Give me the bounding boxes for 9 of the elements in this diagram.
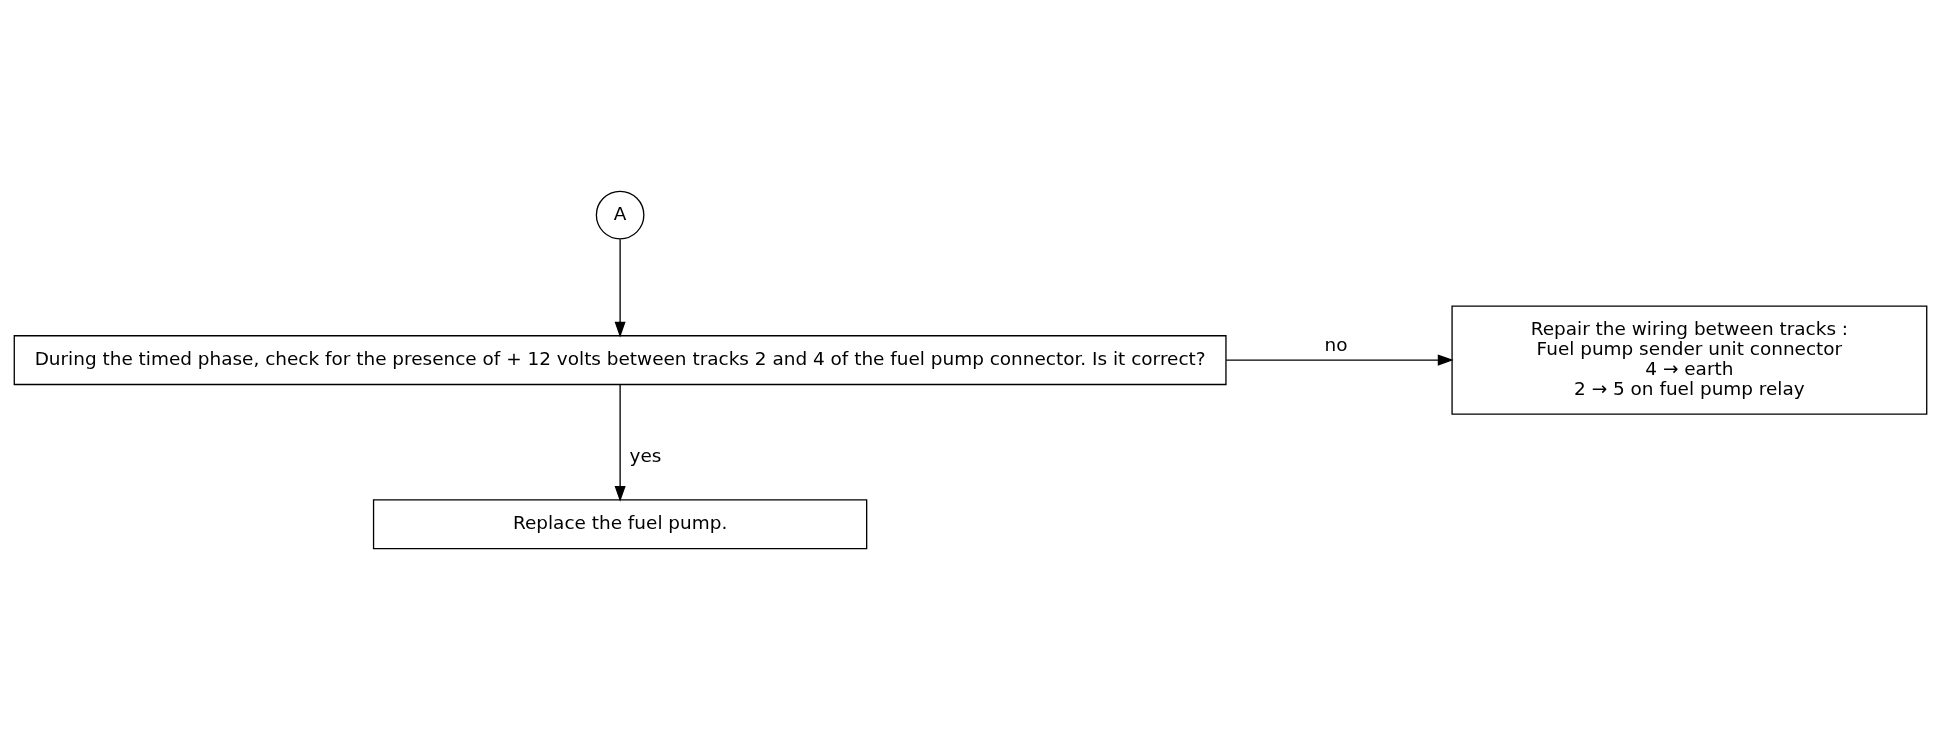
node-box: Repair the wiring between tracks : Fuel pump sender unit connector 4 → earth 2 → 5 on fuel pump relay — [1450, 305, 1927, 415]
arrow — [1225, 354, 1454, 366]
edge-label: no — [1324, 334, 1348, 356]
node-box: During the timed phase, check for the presence of + 12 volts between tracks 2 and 4 of the fuel pump connector. Is it correct? — [13, 335, 1227, 386]
arrow — [614, 238, 626, 338]
node-circle: A — [595, 190, 644, 240]
node-box: Replace the fuel pump. — [372, 499, 867, 550]
arrow — [614, 383, 626, 502]
edge-label: yes — [629, 444, 661, 466]
